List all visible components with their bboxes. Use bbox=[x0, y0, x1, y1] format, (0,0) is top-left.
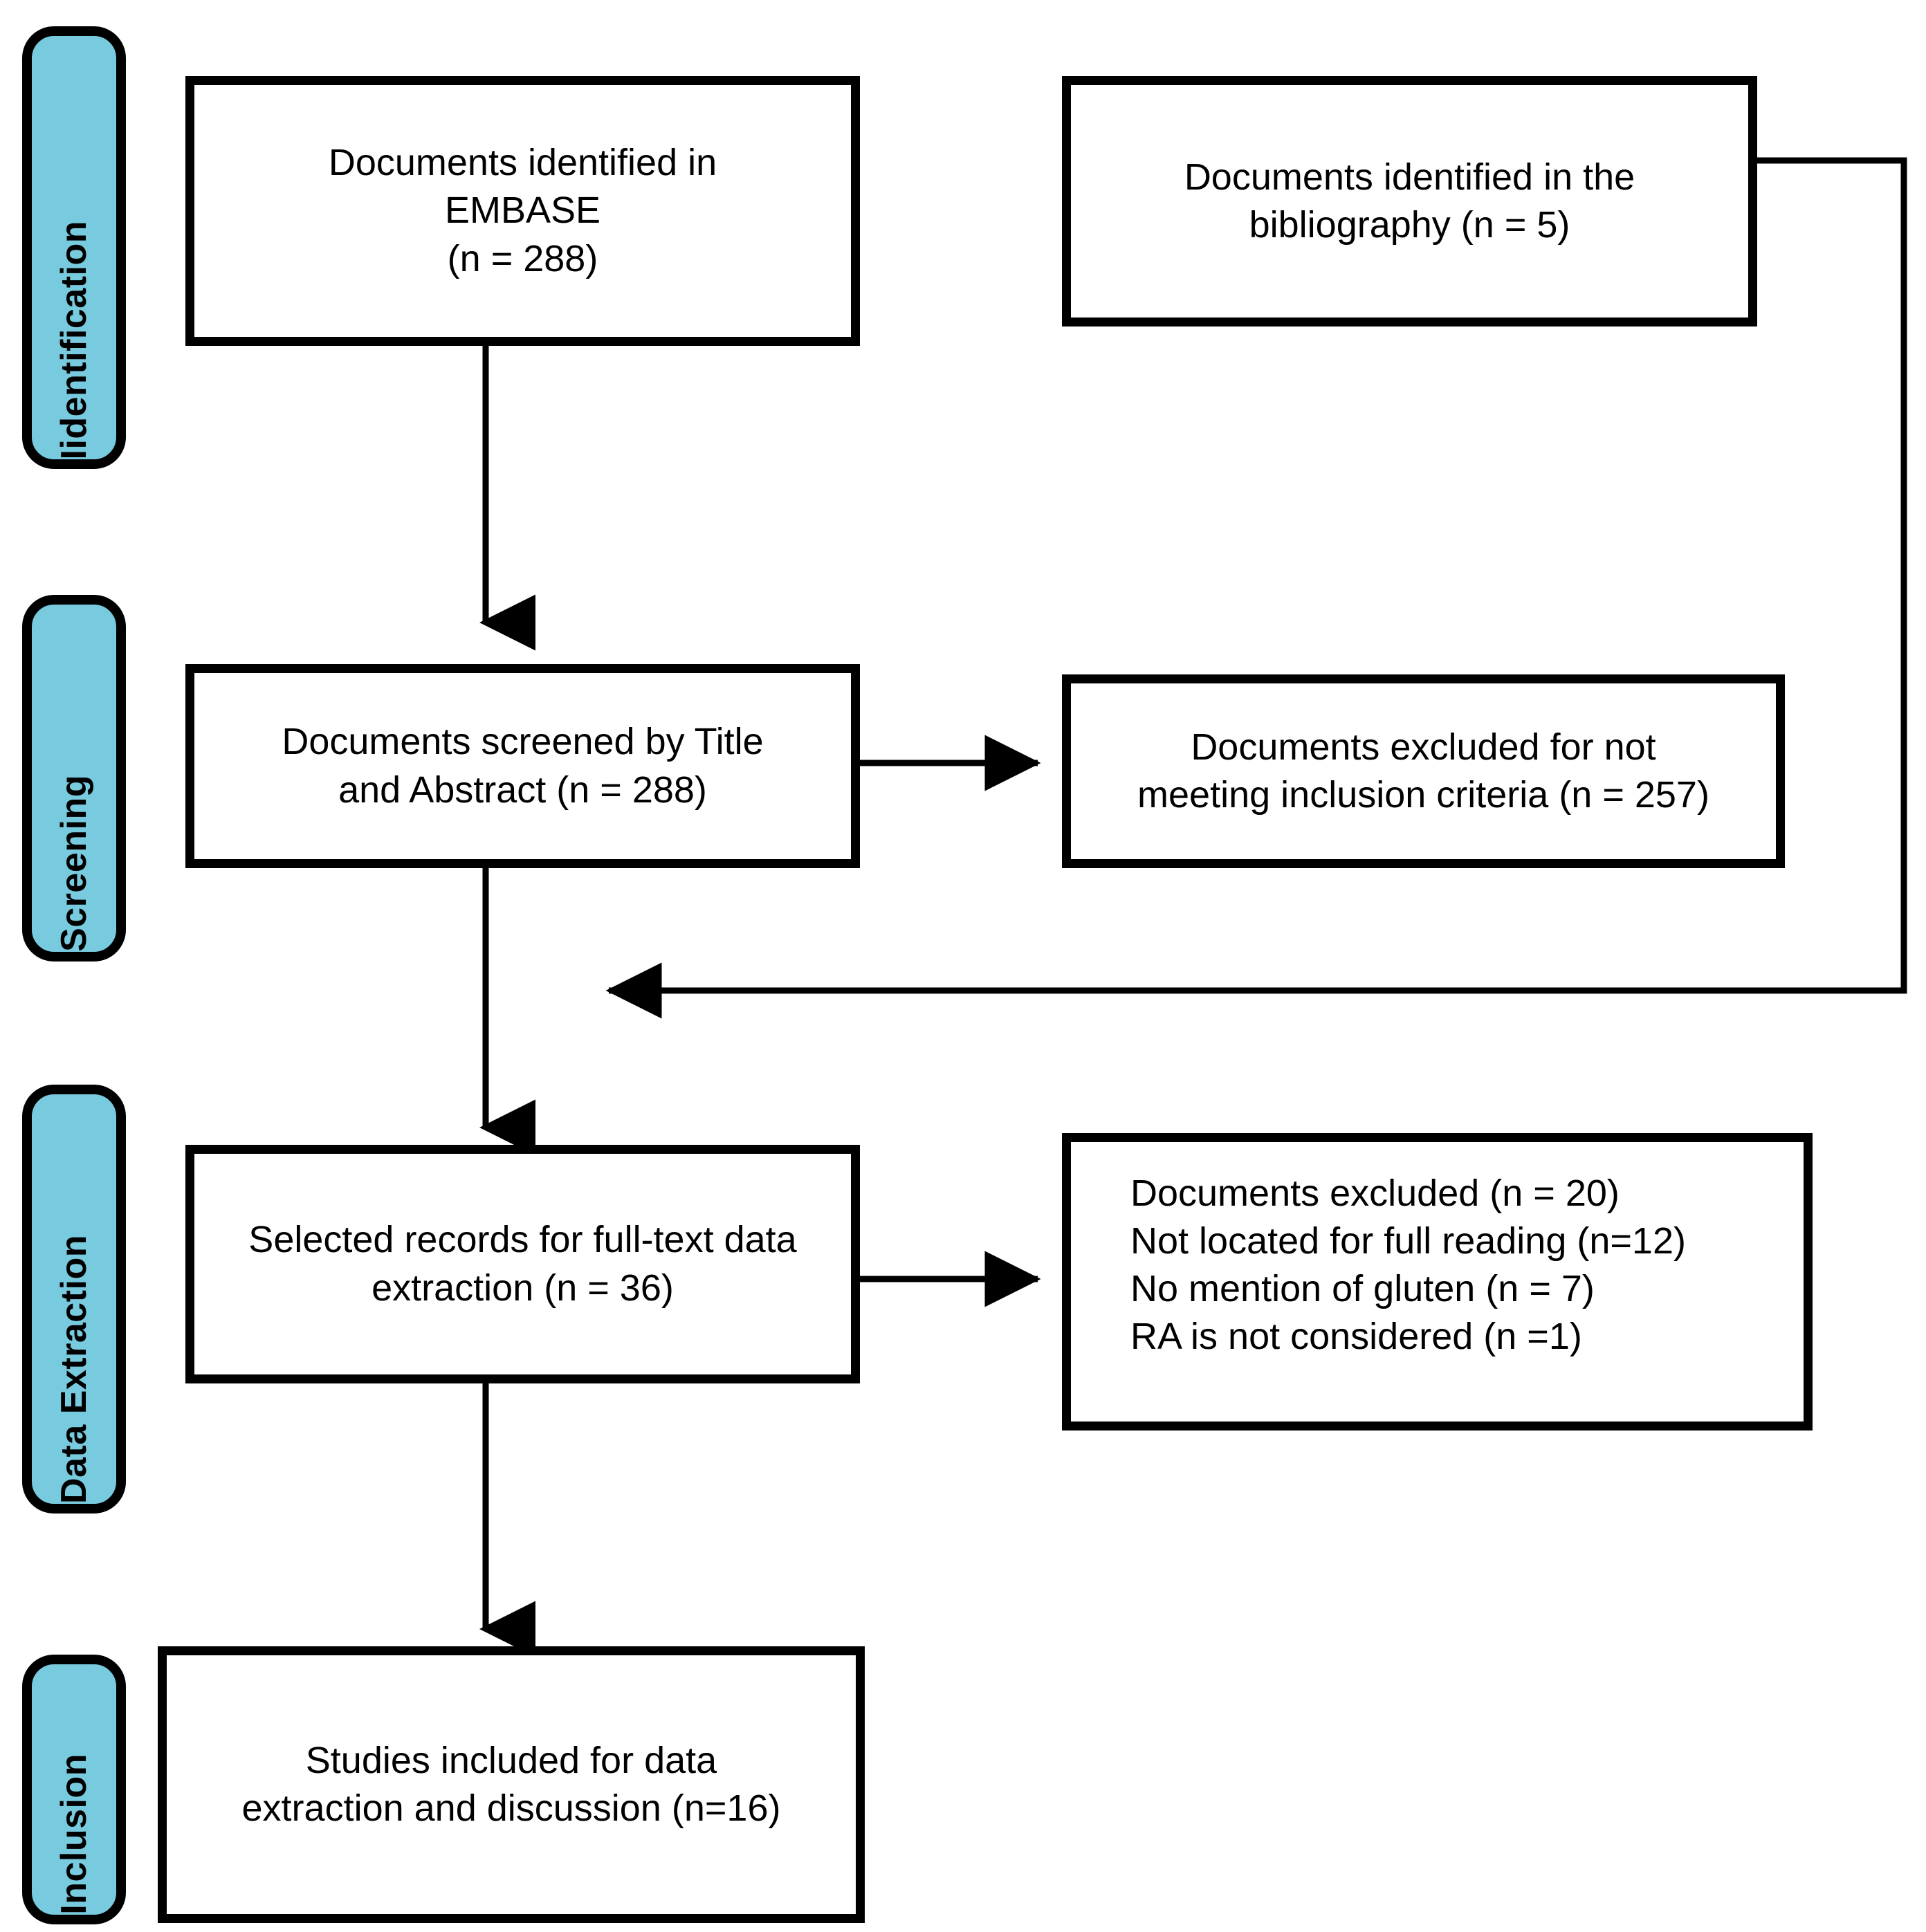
stage-pill-data-extraction: Data Extraction bbox=[22, 1085, 126, 1514]
box-documents-identified-embase-text: Documents identified in EMBASE (n = 288) bbox=[328, 142, 717, 279]
box-documents-excluded-fulltext: Documents excluded (n = 20) Not located … bbox=[1062, 1133, 1813, 1430]
stage-pill-identification: Iidentification bbox=[22, 26, 126, 469]
box-documents-screened: Documents screened by Title and Abstract… bbox=[185, 664, 860, 868]
box-selected-records-fulltext-text: Selected records for full-text data extr… bbox=[248, 1219, 797, 1309]
box-documents-identified-bibliography-text: Documents identified in the bibliography… bbox=[1184, 156, 1635, 246]
box-documents-excluded-screening: Documents excluded for not meeting inclu… bbox=[1062, 674, 1785, 868]
stage-label-inclusion: Inclusion bbox=[54, 1754, 94, 1915]
stage-label-data-extraction: Data Extraction bbox=[54, 1235, 94, 1504]
box-documents-identified-embase: Documents identified in EMBASE (n = 288) bbox=[185, 76, 860, 346]
stage-pill-inclusion: Inclusion bbox=[22, 1655, 126, 1924]
box-studies-included: Studies included for data extraction and… bbox=[158, 1646, 865, 1923]
stage-label-screening: Screening bbox=[54, 775, 94, 952]
stage-label-identification: Iidentification bbox=[54, 220, 94, 460]
box-selected-records-fulltext: Selected records for full-text data extr… bbox=[185, 1145, 860, 1383]
box-documents-identified-bibliography: Documents identified in the bibliography… bbox=[1062, 76, 1757, 326]
box-studies-included-text: Studies included for data extraction and… bbox=[241, 1739, 781, 1829]
box-documents-excluded-fulltext-text: Documents excluded (n = 20) Not located … bbox=[1130, 1172, 1686, 1358]
box-documents-screened-text: Documents screened by Title and Abstract… bbox=[282, 721, 764, 811]
stage-pill-screening: Screening bbox=[22, 595, 126, 962]
box-documents-excluded-screening-text: Documents excluded for not meeting inclu… bbox=[1137, 726, 1709, 816]
